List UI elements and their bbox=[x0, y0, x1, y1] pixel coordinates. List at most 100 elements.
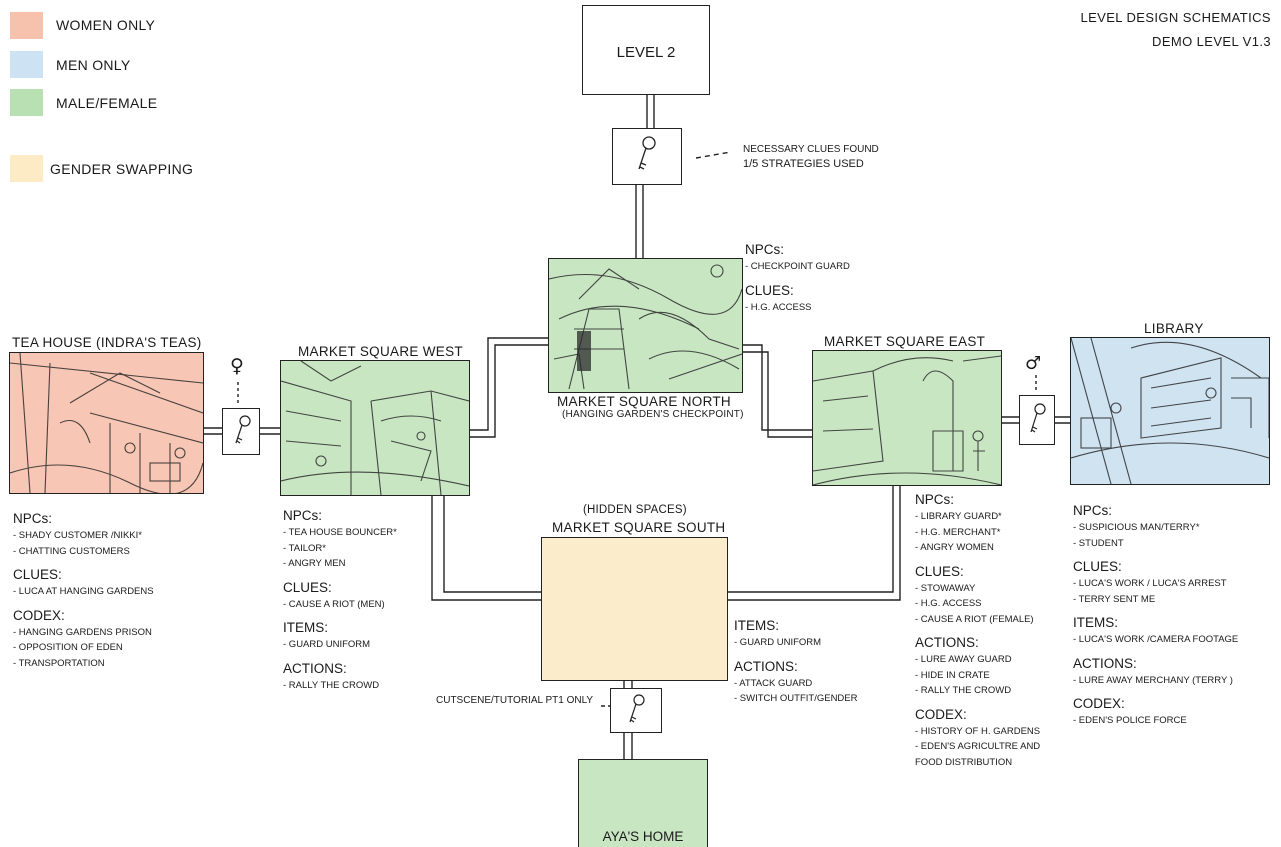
north-clue: - H.G. ACCESS bbox=[745, 300, 850, 316]
east-codex-heading: CODEX: bbox=[915, 705, 1040, 724]
key-gate-female bbox=[222, 408, 260, 455]
library-clue: - TERRY SENT ME bbox=[1073, 592, 1238, 608]
female-symbol: ♀ bbox=[230, 355, 244, 377]
west-info: NPCs: - TEA HOUSE BOUNCER* - TAILOR* - A… bbox=[283, 506, 397, 693]
tea-house-room bbox=[9, 352, 204, 494]
east-clue: - CAUSE A RIOT (FEMALE) bbox=[915, 612, 1040, 628]
west-npc: - TEA HOUSE BOUNCER* bbox=[283, 525, 397, 541]
west-actions-heading: ACTIONS: bbox=[283, 659, 397, 678]
schematic-version: DEMO LEVEL V1.3 bbox=[1152, 34, 1271, 49]
legend-label-men: MEN ONLY bbox=[56, 57, 131, 73]
library-sketch bbox=[1071, 338, 1269, 484]
legend-swatch-mixed bbox=[10, 89, 43, 116]
east-info: NPCs: - LIBRARY GUARD* - H.G. MERCHANT* … bbox=[915, 490, 1040, 770]
level-2-label: LEVEL 2 bbox=[583, 44, 709, 61]
east-npc: - LIBRARY GUARD* bbox=[915, 509, 1040, 525]
library-item: - LUCA'S WORK /CAMERA FOOTAGE bbox=[1073, 632, 1238, 648]
east-npc: - H.G. MERCHANT* bbox=[915, 525, 1040, 541]
south-action: - ATTACK GUARD bbox=[734, 676, 858, 692]
north-npc: - CHECKPOINT GUARD bbox=[745, 259, 850, 275]
east-action: - LURE AWAY GUARD bbox=[915, 652, 1040, 668]
market-square-north-room bbox=[548, 258, 743, 393]
tea-npcs-heading: NPCs: bbox=[13, 509, 154, 528]
east-clue: - H.G. ACCESS bbox=[915, 596, 1040, 612]
north-room-name: MARKET SQUARE NORTH bbox=[557, 394, 731, 409]
south-room-subtitle: (HIDDEN SPACES) bbox=[583, 504, 687, 516]
male-symbol: ♂ bbox=[1025, 353, 1041, 374]
key-gate-bottom bbox=[610, 688, 662, 733]
ayas-home-room: AYA'S HOME bbox=[578, 759, 708, 847]
bottom-gate-note: CUTSCENE/TUTORIAL PT1 ONLY bbox=[436, 694, 593, 708]
library-action: - LURE AWAY MERCHANY (TERRY ) bbox=[1073, 673, 1238, 689]
west-item: - GUARD UNIFORM bbox=[283, 637, 397, 653]
east-action: - RALLY THE CROWD bbox=[915, 683, 1040, 699]
tea-npc: - SHADY CUSTOMER /NIKKI* bbox=[13, 528, 154, 544]
east-room-name: MARKET SQUARE EAST bbox=[824, 334, 985, 349]
ayas-home-label: AYA'S HOME bbox=[579, 829, 707, 844]
east-npcs-heading: NPCs: bbox=[915, 490, 1040, 509]
tea-npc: - CHATTING CUSTOMERS bbox=[13, 544, 154, 560]
east-clue: - STOWAWAY bbox=[915, 581, 1040, 597]
east-sketch bbox=[813, 351, 1001, 485]
library-codex: - EDEN'S POLICE FORCE bbox=[1073, 713, 1238, 729]
library-items-heading: ITEMS: bbox=[1073, 613, 1238, 632]
key-icon bbox=[611, 689, 661, 732]
tea-codex: - HANGING GARDENS PRISON bbox=[13, 625, 154, 641]
top-gate-note-2: 1/5 STRATEGIES USED bbox=[743, 157, 864, 171]
west-npc: - TAILOR* bbox=[283, 541, 397, 557]
library-npcs-heading: NPCs: bbox=[1073, 501, 1238, 520]
east-actions-heading: ACTIONS: bbox=[915, 633, 1040, 652]
east-codex: - EDEN'S AGRICULTRE AND bbox=[915, 739, 1040, 755]
north-room-subtitle: (HANGING GARDEN'S CHECKPOINT) bbox=[562, 409, 744, 420]
market-square-west-room bbox=[280, 360, 470, 496]
north-info: NPCs: - CHECKPOINT GUARD CLUES: - H.G. A… bbox=[745, 240, 850, 315]
legend-label-women: WOMEN ONLY bbox=[56, 17, 155, 33]
west-action: - RALLY THE CROWD bbox=[283, 678, 397, 694]
library-clue: - LUCA'S WORK / LUCA'S ARREST bbox=[1073, 576, 1238, 592]
key-icon bbox=[1020, 396, 1054, 444]
north-sketch bbox=[549, 259, 742, 392]
tea-codex: - OPPOSITION OF EDEN bbox=[13, 640, 154, 656]
library-codex-heading: CODEX: bbox=[1073, 694, 1238, 713]
east-action: - HIDE IN CRATE bbox=[915, 668, 1040, 684]
library-name: LIBRARY bbox=[1144, 321, 1204, 336]
west-clues-heading: CLUES: bbox=[283, 578, 397, 597]
east-npc: - ANGRY WOMEN bbox=[915, 540, 1040, 556]
south-item: - GUARD UNIFORM bbox=[734, 635, 858, 651]
library-clues-heading: CLUES: bbox=[1073, 557, 1238, 576]
key-icon bbox=[223, 409, 259, 454]
tea-clues-heading: CLUES: bbox=[13, 565, 154, 584]
tea-clue: - LUCA AT HANGING GARDENS bbox=[13, 584, 154, 600]
legend-swatch-women bbox=[10, 12, 43, 39]
west-items-heading: ITEMS: bbox=[283, 618, 397, 637]
tea-house-name: TEA HOUSE (INDRA'S TEAS) bbox=[12, 335, 202, 350]
west-npc: - ANGRY MEN bbox=[283, 556, 397, 572]
legend-swatch-swap bbox=[10, 155, 43, 182]
west-room-name: MARKET SQUARE WEST bbox=[298, 344, 463, 359]
east-clues-heading: CLUES: bbox=[915, 562, 1040, 581]
south-actions-heading: ACTIONS: bbox=[734, 657, 858, 676]
west-clue: - CAUSE A RIOT (MEN) bbox=[283, 597, 397, 613]
key-gate-male bbox=[1019, 395, 1055, 445]
library-npc: - SUSPICIOUS MAN/TERRY* bbox=[1073, 520, 1238, 536]
south-room-name: MARKET SQUARE SOUTH bbox=[552, 520, 725, 535]
legend-label-swap: GENDER SWAPPING bbox=[50, 161, 193, 177]
key-gate-top bbox=[612, 128, 682, 185]
top-gate-note-1: NECESSARY CLUES FOUND bbox=[743, 143, 879, 157]
tea-codex-heading: CODEX: bbox=[13, 606, 154, 625]
north-npcs-heading: NPCs: bbox=[745, 240, 850, 259]
market-square-east-room bbox=[812, 350, 1002, 486]
tea-house-info: NPCs: - SHADY CUSTOMER /NIKKI* - CHATTIN… bbox=[13, 509, 154, 671]
south-items-heading: ITEMS: bbox=[734, 616, 858, 635]
west-npcs-heading: NPCs: bbox=[283, 506, 397, 525]
south-info: ITEMS: - GUARD UNIFORM ACTIONS: - ATTACK… bbox=[734, 616, 858, 707]
key-icon bbox=[613, 129, 681, 184]
library-room bbox=[1070, 337, 1270, 485]
legend-swatch-men bbox=[10, 51, 43, 78]
library-npc: - STUDENT bbox=[1073, 536, 1238, 552]
library-info: NPCs: - SUSPICIOUS MAN/TERRY* - STUDENT … bbox=[1073, 501, 1238, 729]
south-action: - SWITCH OUTFIT/GENDER bbox=[734, 691, 858, 707]
schematic-title: LEVEL DESIGN SCHEMATICS bbox=[1080, 10, 1271, 25]
east-codex: - HISTORY OF H. GARDENS bbox=[915, 724, 1040, 740]
market-square-south-room bbox=[541, 537, 728, 681]
